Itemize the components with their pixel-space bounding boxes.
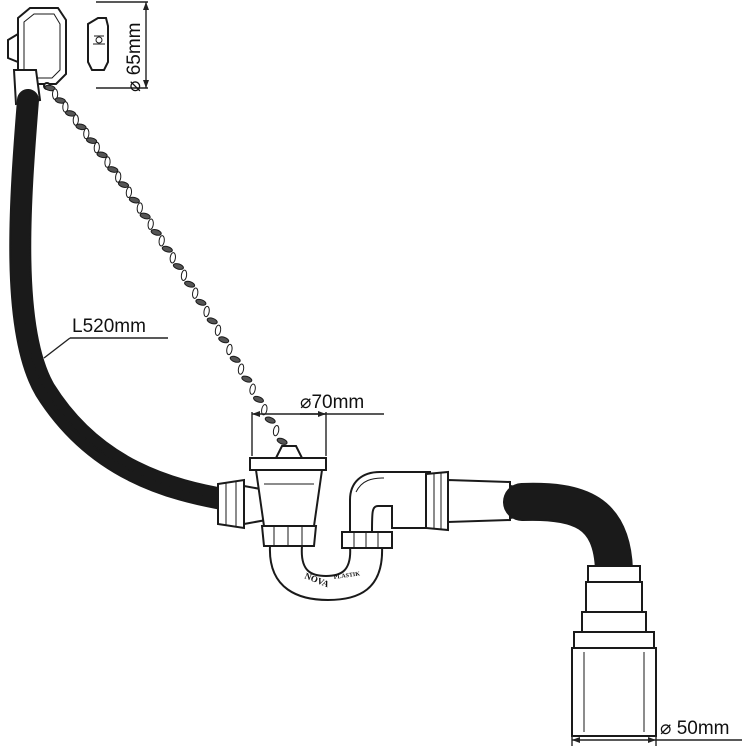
chain-link (241, 375, 253, 383)
chain-link (192, 287, 199, 299)
chain-link (117, 181, 130, 188)
chain-link (158, 235, 165, 247)
chain-link (139, 212, 151, 220)
chain-link (206, 317, 218, 325)
hose-length-dimension: L520mm (43, 316, 168, 359)
overflow-diameter-dimension: ⌀ 65mm (96, 1, 149, 92)
chain-link (195, 298, 207, 306)
chain-link (169, 252, 176, 264)
chain-link (136, 202, 143, 214)
chain-link (104, 156, 111, 168)
chain-link (107, 166, 119, 173)
waste-diameter-label: ⌀70mm (300, 392, 364, 413)
chain-link (150, 229, 162, 236)
chain-link (249, 383, 256, 395)
chain-link (125, 186, 133, 198)
outlet-diameter-label: ⌀ 50mm (660, 718, 730, 739)
chain-link (83, 127, 90, 140)
outlet-corrugated-hose (503, 482, 633, 589)
chain-link (128, 196, 140, 204)
chain-link (115, 171, 122, 183)
chain-link (264, 416, 276, 424)
waste-outlet-body (217, 445, 327, 547)
outlet-elbow (349, 471, 431, 533)
chain-link (218, 336, 230, 344)
chain-link (96, 151, 108, 159)
plug-chain (44, 84, 292, 458)
brand-subname: PLASTIK (333, 571, 360, 581)
overflow-diameter-label: ⌀ 65mm (124, 22, 145, 92)
chain-link (253, 395, 264, 403)
chain-link (93, 141, 100, 154)
overflow-corrugated-hose (9, 89, 239, 511)
hose-length-label: L520mm (72, 316, 146, 337)
overflow-head (7, 7, 67, 106)
outlet-diameter-dimension: ⌀ 50mm (571, 718, 742, 746)
chain-link (229, 355, 241, 363)
chain-link (180, 269, 188, 281)
chain-link (147, 218, 154, 230)
waste-diameter-dimension: ⌀70mm (251, 392, 384, 456)
chain-link (172, 263, 184, 270)
chain-link (272, 424, 280, 437)
chain-link (214, 324, 222, 336)
chain-link (85, 137, 98, 144)
chain-link (237, 363, 245, 375)
chain-link (276, 437, 288, 445)
chain-link (75, 123, 87, 131)
chain-link (226, 343, 233, 356)
chain-link (261, 404, 268, 416)
chain-link (203, 305, 210, 318)
overflow-cover-plate (87, 17, 109, 71)
chain-link (161, 245, 173, 253)
trap-u-bend: NOVA PLASTIK (268, 545, 384, 602)
outlet-pipe (571, 565, 657, 737)
chain-link (184, 280, 196, 288)
trap-right-nut (341, 531, 393, 549)
